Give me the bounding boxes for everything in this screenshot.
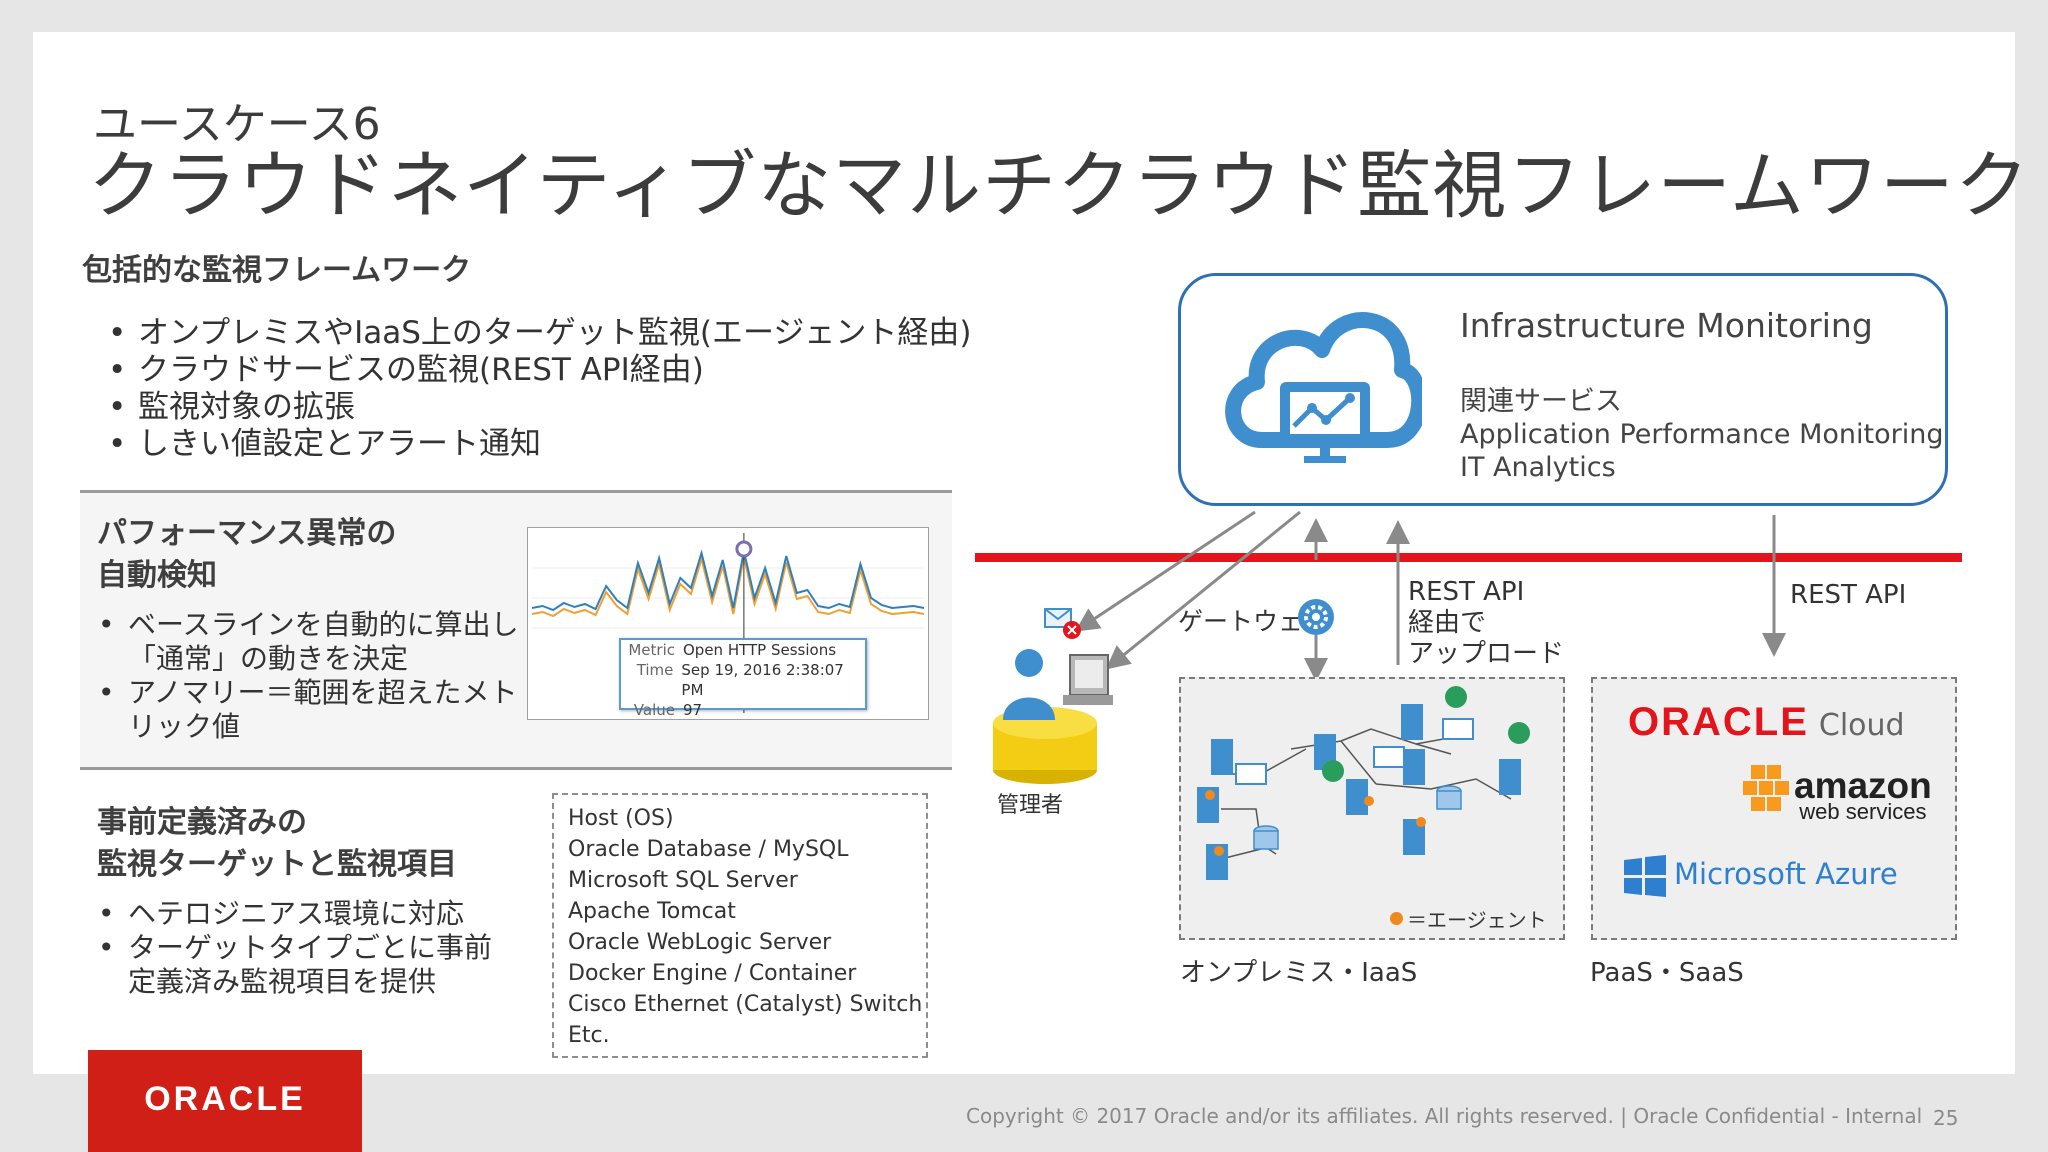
admin-label: 管理者: [997, 793, 1064, 818]
section1-bullet: クラウドサービスの監視(REST API経由): [104, 352, 984, 389]
slide-subtitle: ユースケース6: [93, 99, 381, 150]
oracle-cloud-word: ORACLE: [1628, 700, 1809, 744]
tooltip-value-value: 97: [683, 701, 703, 719]
section2-bullet: ベースラインを自動的に算出し「通常」の動きを決定: [94, 608, 524, 676]
oracle-logo: ORACLE: [144, 1080, 306, 1118]
amazon-word: amazon: [1794, 765, 1932, 806]
target-item: Host (OS): [568, 806, 674, 831]
target-item: Oracle WebLogic Server: [568, 930, 832, 955]
section1-bullets: オンプレミスやIaaS上のターゲット監視(エージェント経由) クラウドサービスの…: [104, 315, 984, 463]
chart-tooltip: Metric Open HTTP Sessions Time Sep 19, 201…: [619, 638, 867, 719]
target-item: Microsoft SQL Server: [568, 868, 798, 893]
section3-heading: 事前定義済みの 監視ターゲットと監視項目: [97, 802, 457, 886]
admin-icon: [993, 608, 1113, 784]
target-item: Docker Engine / Container: [568, 961, 857, 986]
section3-bullets: ヘテロジニアス環境に対応 ターゲットタイプごとに事前定義済み監視項目を提供: [94, 897, 514, 999]
tooltip-time-value: Sep 19, 2016 2:38:07 PM: [681, 661, 844, 699]
agent-legend-label: ＝エージェント: [1407, 908, 1547, 932]
related-item: Application Performance Monitoring: [1460, 419, 1944, 450]
section1-bullet: オンプレミスやIaaS上のターゲット監視(エージェント経由): [104, 315, 984, 352]
section1-bullet: しきい値設定とアラート通知: [104, 426, 984, 463]
aws-logo: amazon web services: [1794, 765, 1932, 825]
agent-legend: ＝エージェント: [1390, 904, 1547, 933]
target-item: Cisco Ethernet (Catalyst) Switch: [568, 992, 923, 1017]
server-network: [1197, 686, 1530, 880]
related-services: 関連サービス Application Performance Monitorin…: [1460, 385, 1944, 484]
tooltip-metric-label: Metric: [628, 641, 675, 659]
section2-heading-line2: 自動検知: [97, 558, 217, 593]
related-item: IT Analytics: [1460, 452, 1616, 483]
upload-label-line: REST API: [1408, 577, 1525, 607]
section2-bullet: アノマリー＝範囲を超えたメトリック値: [94, 676, 524, 744]
anomaly-chart-svg: [531, 533, 925, 713]
oracle-cloud-suffix: Cloud: [1818, 708, 1905, 743]
agent-icon: [1390, 912, 1403, 925]
target-item: Apache Tomcat: [568, 899, 736, 924]
metric-series-line: [531, 549, 925, 612]
rest-api-label: REST API: [1790, 580, 1907, 610]
windows-icon: [1624, 855, 1666, 897]
arrows: [1075, 510, 1786, 682]
section2-bullets: ベースラインを自動的に算出し「通常」の動きを決定 アノマリー＝範囲を超えたメトリ…: [94, 608, 524, 744]
oracle-logo-box: ORACLE: [88, 1050, 362, 1152]
anomaly-chart: Metric Open HTTP Sessions Time Sep 19, 201…: [527, 527, 929, 720]
infra-title: Infrastructure Monitoring: [1460, 306, 1873, 345]
slide-title: クラウドネイティブなマルチクラウド監視フレームワーク: [88, 143, 2030, 229]
chart-point-marker: [735, 540, 753, 558]
tooltip-value-label: Value: [633, 701, 675, 719]
paas-label: PaaS・SaaS: [1590, 958, 1744, 988]
aws-cubes-icon: [1743, 765, 1789, 811]
targets-list: Host (OS) Oracle Database / MySQL Micros…: [552, 793, 928, 1058]
cloud-boundary-line: [975, 553, 1962, 562]
upload-label-line: 経由で: [1408, 608, 1487, 638]
section2-heading: パフォーマンス異常の 自動検知: [97, 513, 396, 597]
section1-bullet: 監視対象の拡張: [104, 389, 984, 426]
tooltip-metric-value: Open HTTP Sessions: [683, 641, 837, 659]
section3-bullet: ターゲットタイプごとに事前定義済み監視項目を提供: [94, 931, 514, 999]
upload-label: REST API 経由で アップロード: [1408, 577, 1564, 670]
section3-heading-line1: 事前定義済みの: [97, 805, 307, 840]
cloud-monitor-icon: [1225, 312, 1422, 463]
target-item: Oracle Database / MySQL: [568, 837, 849, 862]
azure-label: Microsoft Azure: [1674, 857, 1898, 891]
upload-label-line: アップロード: [1408, 639, 1565, 669]
related-label: 関連サービス: [1460, 386, 1622, 417]
section2-heading-line1: パフォーマンス異常の: [97, 516, 397, 551]
section1-heading: 包括的な監視フレームワーク: [82, 253, 472, 288]
oracle-cloud-logo: ORACLE Cloud: [1628, 700, 1905, 745]
copyright: Copyright © 2017 Oracle and/or its affil…: [966, 1104, 1923, 1128]
amazon-sub: web services: [1799, 799, 1927, 824]
section3-heading-line2: 監視ターゲットと監視項目: [97, 847, 457, 882]
page-number: 25: [1933, 1106, 1959, 1130]
section3-bullet: ヘテロジニアス環境に対応: [94, 897, 514, 931]
baseline-series: [531, 555, 925, 618]
gear-icon: [1298, 599, 1334, 635]
divider: [80, 490, 952, 493]
tooltip-time-label: Time: [636, 661, 674, 679]
onprem-label: オンプレミス・IaaS: [1180, 958, 1418, 988]
target-item: Etc.: [568, 1023, 610, 1048]
divider: [80, 767, 952, 770]
